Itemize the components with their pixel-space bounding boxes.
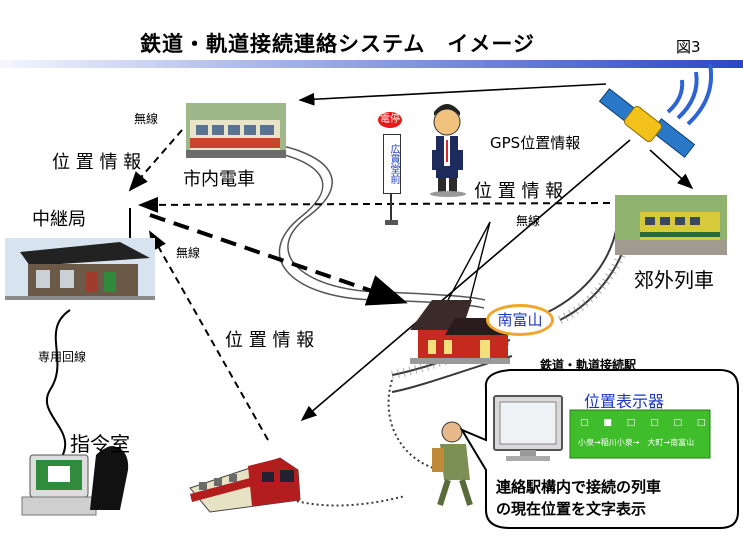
person-waiting (430, 104, 466, 197)
label-wireless-right: 無線 (516, 214, 541, 228)
suburban-train-photo (615, 195, 727, 255)
label-position-info-left: 位 置 情 報 (52, 152, 142, 173)
label-wireless-top: 無線 (134, 112, 159, 126)
label-suburban-train: 郊外列車 (634, 268, 714, 292)
figure-number: 図3 (676, 38, 701, 56)
label-dedicated-line: 専用回線 (38, 350, 87, 364)
gps-satellite (598, 63, 713, 158)
pointer-line-1 (469, 221, 491, 301)
display-top-row: □ ■ □ □ □ □ (580, 418, 712, 428)
callout-line-1: 連絡駅構内で接続の列車 (496, 478, 662, 496)
diagram-title: 鉄道・軌道接続連絡システム イメージ (140, 32, 535, 56)
callout-line-2: の現在位置を文字表示 (496, 500, 647, 518)
streetcar-photo (186, 103, 286, 158)
walking-man (432, 421, 473, 506)
relay-station-photo (5, 238, 155, 300)
label-streetcar: 市内電車 (183, 169, 255, 190)
title-underline-bar (0, 60, 743, 68)
display-board (569, 409, 711, 459)
arrow-gps-to-train (300, 139, 631, 422)
label-junction-station: 鉄道・軌道接続駅 (540, 358, 637, 372)
label-command-room: 指令室 (70, 432, 130, 456)
label-wireless-mid: 無線 (176, 246, 201, 260)
command-room-illustration (21, 309, 129, 516)
arrow-relay-to-station (149, 213, 408, 306)
display-bottom-row: 小泉→稲川小泉→ 大町→南富山 (578, 438, 695, 447)
red-train (189, 457, 301, 513)
arrow-gps-to-suburban (649, 149, 694, 190)
tram-stop-sign: 電停 (378, 112, 402, 128)
arrow-suburban-to-relay (138, 196, 611, 213)
arrow-gps-to-streetcar (298, 83, 607, 106)
arrow-train-to-relay (149, 230, 269, 441)
callout-description: 連絡駅構内で接続の列車 の現在位置を文字表示 (496, 476, 661, 520)
station-name-oval: 南富山 (486, 304, 554, 336)
label-relay-station: 中継局 (32, 209, 86, 230)
monitor-illustration (493, 395, 563, 461)
label-gps-info: GPS位置情報 (490, 134, 581, 152)
tram-stop-board: 広貫堂前 (383, 134, 401, 194)
label-position-info-center: 位 置 情 報 (225, 330, 315, 351)
arrows (128, 83, 694, 441)
pointer-line-2 (447, 221, 491, 301)
display-title: 位置表示器 (584, 392, 665, 411)
arrow-streetcar-to-relay (128, 129, 183, 192)
label-position-info-right: 位 置 情 報 (474, 181, 564, 202)
